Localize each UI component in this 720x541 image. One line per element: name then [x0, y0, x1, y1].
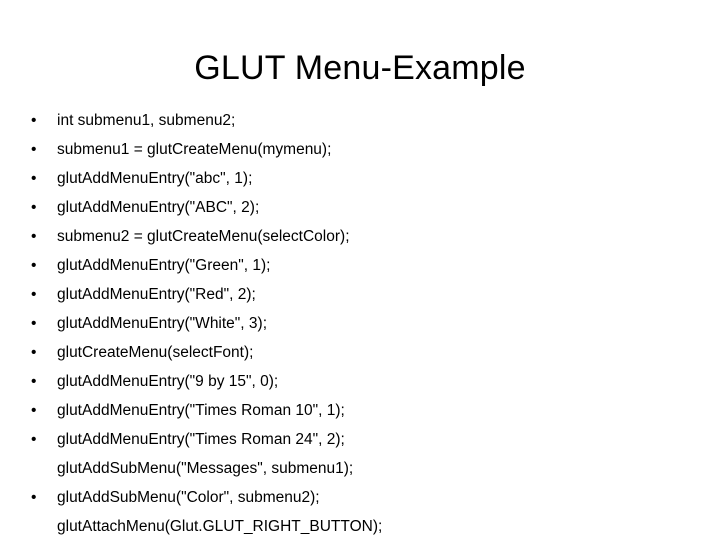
list-item: • int submenu1, submenu2; [28, 106, 700, 135]
bullet-point-icon: • [31, 402, 37, 419]
list-item: • glutAddMenuEntry("White", 3); [28, 309, 700, 338]
bullet-list: • int submenu1, submenu2; • submenu1 = glut… [28, 106, 700, 541]
list-item: • glutAddMenuEntry("abc", 1); [28, 164, 700, 193]
list-item-text: submenu1 = glutCreateMenu(mymenu); [57, 141, 332, 158]
bullet-point-icon: • [31, 373, 37, 390]
list-item-continuation: glutAddSubMenu("Messages", submenu1); [57, 460, 354, 477]
list-item: • glutAddMenuEntry("Red", 2); [28, 280, 700, 309]
list-item-text: glutAddMenuEntry("Red", 2); [57, 286, 256, 303]
list-item: • glutAddMenuEntry("9 by 15", 0); [28, 367, 700, 396]
list-item: • glutAddMenuEntry("ABC", 2); [28, 193, 700, 222]
bullet-point-icon: • [31, 112, 37, 129]
bullet-point-icon: • [31, 257, 37, 274]
bullet-point-icon: • [31, 228, 37, 245]
list-item-text: glutAddMenuEntry("abc", 1); [57, 170, 253, 187]
list-item: • glutAddMenuEntry("Green", 1); [28, 251, 700, 280]
list-item: • glutAddSubMenu("Color", submenu2); glutA… [28, 483, 700, 541]
list-item-text: glutAddMenuEntry("Green", 1); [57, 257, 271, 274]
bullet-point-icon: • [31, 170, 37, 187]
bullet-point-icon: • [31, 199, 37, 216]
bullet-point-icon: • [31, 286, 37, 303]
list-item-text: glutAddMenuEntry("Times Roman 10", 1); [57, 402, 345, 419]
list-item-text: int submenu1, submenu2; [57, 112, 236, 129]
list-item: • glutAddMenuEntry("Times Roman 10", 1); [28, 396, 700, 425]
bullet-point-icon: • [31, 315, 37, 332]
bullet-point-icon: • [31, 431, 37, 448]
list-item: • submenu1 = glutCreateMenu(mymenu); [28, 135, 700, 164]
bullet-point-icon: • [31, 141, 37, 158]
page-title: GLUT Menu-Example [194, 49, 526, 87]
list-item-continuation: glutAttachMenu(Glut.GLUT_RIGHT_BUTTON); [57, 518, 383, 535]
list-item-text: glutAddMenuEntry("White", 3); [57, 315, 268, 332]
bullet-point-icon: • [31, 344, 37, 361]
list-item: • glutCreateMenu(selectFont); [28, 338, 700, 367]
list-item-text: glutAddMenuEntry("9 by 15", 0); [57, 373, 279, 390]
list-item-text: glutAddMenuEntry("Times Roman 24", 2); [57, 431, 345, 448]
list-item-text: glutAddSubMenu("Color", submenu2); [57, 489, 320, 506]
list-item-text: glutCreateMenu(selectFont); [57, 344, 254, 361]
list-item: • glutAddMenuEntry("Times Roman 24", 2); g… [28, 425, 700, 483]
list-item-text: glutAddMenuEntry("ABC", 2); [57, 199, 260, 216]
list-item: • submenu2 = glutCreateMenu(selectColor); [28, 222, 700, 251]
bullet-point-icon: • [31, 489, 37, 506]
list-item-text: submenu2 = glutCreateMenu(selectColor); [57, 228, 350, 245]
